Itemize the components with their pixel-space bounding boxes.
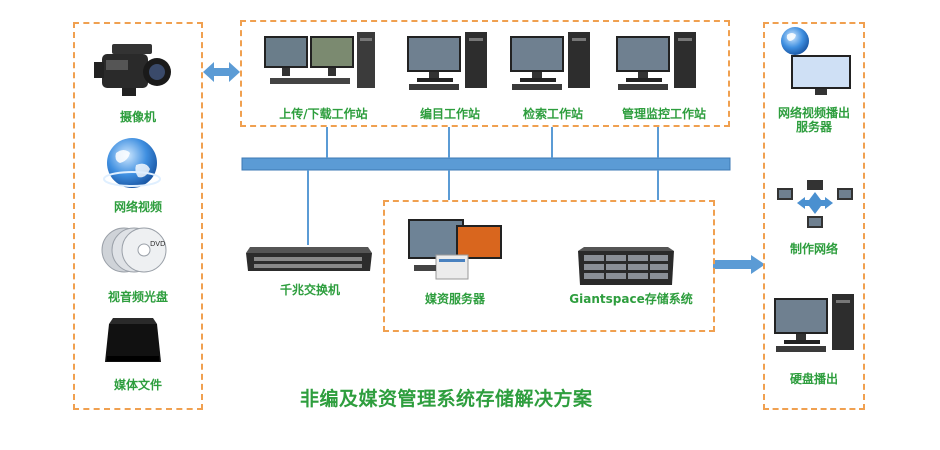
workstation-label-upload: 上传/下载工作站 [279, 107, 368, 121]
workstation-icon [774, 294, 854, 352]
sources-panel [73, 22, 203, 410]
double-arrow-icon [203, 62, 240, 82]
network-switch-icon [246, 247, 372, 271]
globe-monitor-icon [781, 27, 851, 95]
workstation-label-search: 检索工作站 [522, 107, 583, 121]
network-bus [241, 157, 731, 171]
outputs-panel [763, 22, 865, 410]
globe-icon [103, 138, 161, 188]
source-label-web-video: 网络视频 [113, 200, 162, 214]
server-label-media: 媒资服务器 [424, 292, 485, 306]
right-arrow-icon [713, 255, 765, 274]
dual-monitor-workstation-icon [264, 32, 375, 88]
diagram-title: 非编及媒资管理系统存储解决方案 [300, 388, 593, 410]
dvd-icon: DVD [101, 227, 167, 273]
storage-rack-icon [578, 247, 674, 285]
workstation-label-catalog: 编目工作站 [419, 107, 480, 121]
source-label-camcorder: 摄像机 [119, 110, 156, 124]
media-server-icon [408, 219, 502, 280]
media-box-icon [105, 318, 161, 362]
output-label-disk-playout: 硬盘播出 [789, 372, 838, 386]
source-label-dvd: 视音频光盘 [107, 290, 168, 304]
workstation-icon [616, 32, 696, 90]
workstation-label-monitor: 管理监控工作站 [621, 107, 706, 121]
camcorder-icon [94, 44, 171, 96]
output-label-web-broadcast: 网络视频播出 服务器 [777, 106, 850, 134]
network-cluster-icon [777, 180, 853, 228]
svg-text:DVD: DVD [150, 240, 165, 248]
source-label-media-file: 媒体文件 [113, 378, 162, 392]
workstation-icon [407, 32, 487, 90]
server-label-storage: Giantspace存储系统 [569, 292, 693, 306]
servers-panel [383, 200, 715, 332]
output-label-production-network: 制作网络 [789, 242, 838, 256]
workstations-panel [240, 20, 730, 127]
switch-label: 千兆交换机 [279, 283, 340, 297]
workstation-icon [510, 32, 590, 90]
